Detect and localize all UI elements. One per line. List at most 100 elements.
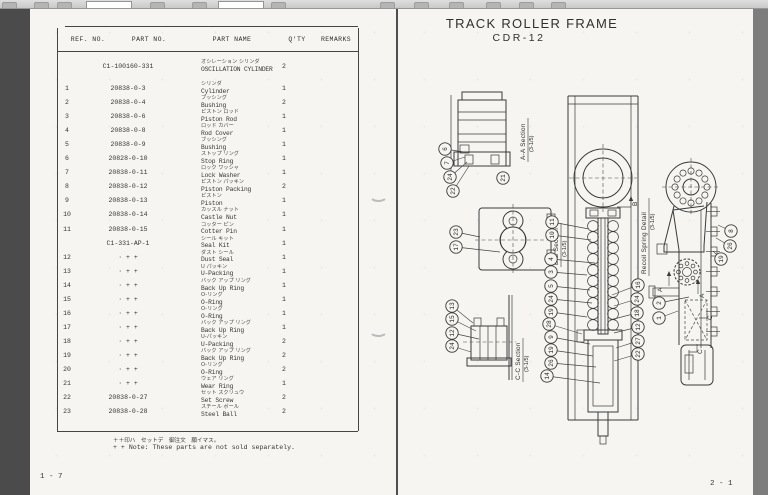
table-row: 11 20838-0-15 コッター ピン Cotter Pin 1 bbox=[57, 222, 387, 236]
page-input[interactable] bbox=[218, 1, 264, 8]
table-row: 19 · + + バック アップ リング Back Up Ring 2 bbox=[57, 348, 387, 362]
bearing-ball-circle bbox=[673, 191, 681, 199]
part-name-cell: ピストン パッキン Piston Packing bbox=[179, 179, 274, 194]
callout-circle bbox=[443, 170, 457, 184]
col-header-partno: PART NO. bbox=[131, 36, 167, 43]
parts-list-page: REF. NO. PART NO. PART NAME Q'TY REMARKS… bbox=[30, 9, 398, 495]
bearing-ball-circle bbox=[703, 183, 711, 191]
table-row: C1-100160-331 オシレーション シリンダ OSCILLATION C… bbox=[57, 59, 387, 73]
ref-no-cell: 12 bbox=[63, 253, 71, 261]
part-name-english: U-Packing bbox=[201, 270, 234, 278]
qty-cell: 2 bbox=[282, 394, 286, 402]
zoom-button[interactable] bbox=[57, 2, 72, 8]
callout-circle bbox=[540, 369, 554, 383]
callout-number: 19 bbox=[548, 346, 555, 354]
table-row: 18 · + + U-パッキン U-Packing 2 bbox=[57, 334, 387, 348]
part-name-english: Piston bbox=[201, 200, 223, 208]
part-no-cell: · + + bbox=[118, 337, 138, 345]
callout-number: 26 bbox=[548, 359, 555, 367]
part-name-english: Bushing bbox=[201, 144, 227, 152]
part-no-cell: · + + bbox=[118, 267, 138, 275]
qty-cell: 1 bbox=[282, 169, 286, 177]
binder-hole-icon bbox=[369, 324, 388, 337]
part-name-japanese: ピストン パッキン bbox=[201, 179, 244, 186]
callout-number: 24 bbox=[548, 295, 555, 303]
part-name-japanese: シール キット bbox=[201, 235, 234, 242]
callout-circle bbox=[714, 252, 728, 266]
ref-no-cell bbox=[57, 59, 77, 73]
part-name-japanese: オシレーション シリンダ bbox=[201, 59, 260, 65]
part-name-english: Wear Ring bbox=[201, 382, 234, 390]
part-no-cell: 20838-0-6 bbox=[110, 113, 146, 121]
callout-number: 5 bbox=[548, 284, 555, 288]
part-no-cell: 20828-0-10 bbox=[108, 155, 148, 163]
callout-leader-line bbox=[550, 349, 594, 357]
toolbar-button[interactable] bbox=[192, 2, 207, 8]
part-no-cell: 20838-0-15 bbox=[108, 225, 148, 233]
qty-cell: 1 bbox=[282, 85, 286, 93]
part-name-cell: セット スクリュウ Set Screw bbox=[179, 390, 274, 404]
track-roller-frame-diagram: A-A Section (3-1/5) B-B Section (3-1/5) … bbox=[438, 91, 738, 445]
callout-number: 3 bbox=[548, 270, 555, 274]
page-number-right: 2 - 1 bbox=[710, 480, 733, 488]
zoom-input[interactable] bbox=[86, 1, 132, 8]
toolbar-button[interactable] bbox=[414, 2, 429, 8]
toolbar-button[interactable] bbox=[271, 2, 286, 8]
callout-circle bbox=[544, 279, 558, 293]
toolbar-button[interactable] bbox=[486, 2, 501, 8]
toolbar-button[interactable] bbox=[519, 2, 534, 8]
ref-no-cell: 21 bbox=[63, 380, 71, 388]
toolbar-button[interactable] bbox=[449, 2, 464, 8]
spring-coil-circle bbox=[587, 275, 599, 287]
part-no-cell: 20838-0-3 bbox=[110, 85, 146, 93]
part-name-cell: U-パッキン U-Packing bbox=[179, 334, 274, 348]
ref-no-cell: 17 bbox=[63, 323, 71, 331]
callout-circle bbox=[440, 156, 454, 170]
callout-number: 10 bbox=[549, 231, 556, 239]
table-row: 12 · + + ダスト シール Dust Seal 1 bbox=[57, 250, 387, 264]
part-name-japanese: ダスト シール bbox=[201, 249, 234, 256]
bearing-ball-circle bbox=[687, 199, 695, 207]
toolbar-button[interactable] bbox=[380, 2, 395, 8]
section-labels: A-A Section (3-1/5) B-B Section (3-1/5) … bbox=[515, 118, 656, 382]
part-name-japanese: ピストン bbox=[201, 193, 222, 200]
bb-section-view bbox=[475, 204, 556, 274]
col-header-ref: REF. NO. bbox=[70, 36, 106, 43]
callout-circle bbox=[445, 326, 459, 340]
table-bottom-rule bbox=[57, 431, 358, 432]
part-no-cell: 20838-0-13 bbox=[108, 197, 148, 205]
section-letter-c: C bbox=[707, 315, 714, 320]
toolbar-button[interactable] bbox=[551, 2, 566, 8]
toolbar-button[interactable] bbox=[150, 2, 165, 8]
table-row: 21 · + + ウェア リング Wear Ring 1 bbox=[57, 376, 387, 390]
part-name-japanese: バック アップ リング bbox=[201, 347, 251, 354]
part-name-english: Cotter Pin bbox=[201, 228, 237, 236]
qty-cell: 2 bbox=[282, 351, 286, 359]
part-no-cell: C1-100160-331 bbox=[102, 63, 154, 70]
callout-number: 28 bbox=[546, 320, 553, 328]
callout-circle bbox=[445, 299, 459, 313]
qty-cell: 2 bbox=[282, 183, 286, 191]
col-header-name: PART NAME bbox=[212, 36, 252, 43]
toolbar-button[interactable] bbox=[2, 2, 17, 8]
qty-cell: 1 bbox=[282, 295, 286, 303]
part-no-cell: 20838-0-14 bbox=[108, 211, 148, 219]
part-name-english: Dust Seal bbox=[201, 256, 234, 264]
part-name-cell: コッター ピン Cotter Pin bbox=[179, 222, 274, 236]
qty-cell: 1 bbox=[282, 211, 286, 219]
table-row: 15 · + + O-リング O-Ring 1 bbox=[57, 292, 387, 306]
callout-circle bbox=[544, 265, 558, 279]
ref-no-cell: 11 bbox=[63, 225, 71, 233]
toolbar-button[interactable] bbox=[34, 2, 49, 8]
part-name-english: Lock Washer bbox=[201, 172, 241, 180]
part-name-cell: シリンダ Cylinder bbox=[179, 81, 274, 95]
bolt-hole-circle bbox=[690, 263, 696, 269]
part-no-cell: 20838-0-28 bbox=[108, 408, 148, 416]
part-name-english: O-Ring bbox=[201, 368, 223, 376]
table-row: 20 · + + O-リング O-Ring 2 bbox=[57, 362, 387, 376]
spring-coil-circle bbox=[587, 264, 599, 276]
bolt-hole-circle bbox=[684, 278, 690, 283]
part-name-cell: O-リング O-Ring bbox=[179, 306, 274, 320]
spring-coil-circle bbox=[607, 242, 619, 254]
qty-cell: 1 bbox=[282, 225, 286, 233]
